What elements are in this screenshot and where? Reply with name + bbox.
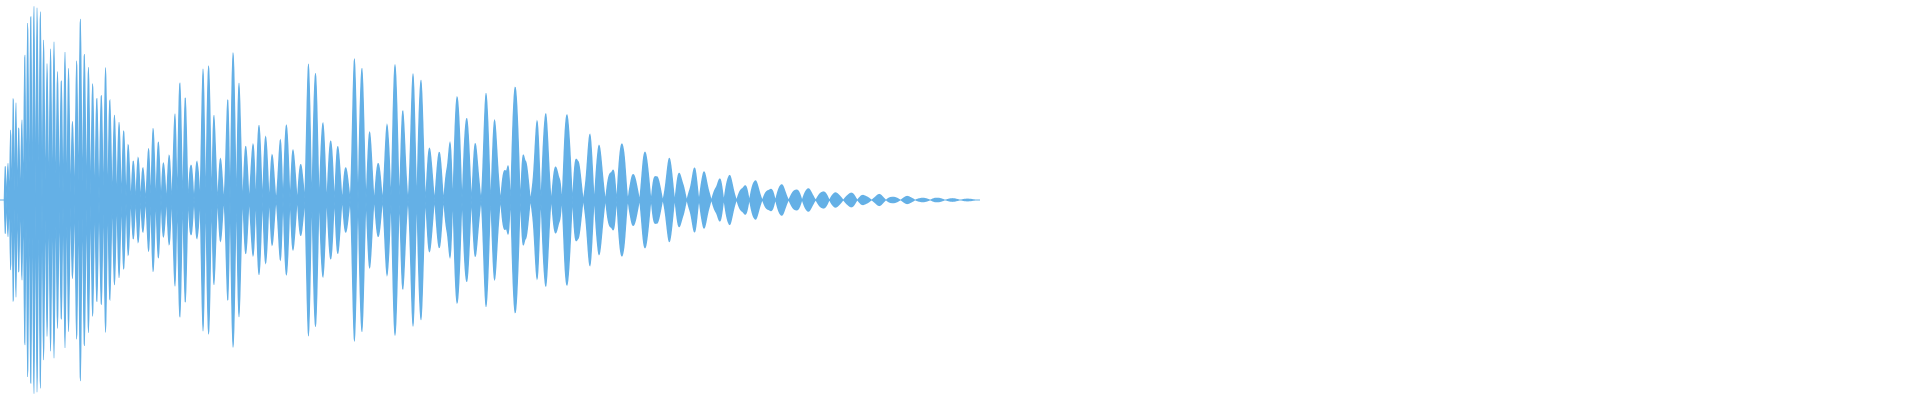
waveform-path (3, 6, 976, 394)
